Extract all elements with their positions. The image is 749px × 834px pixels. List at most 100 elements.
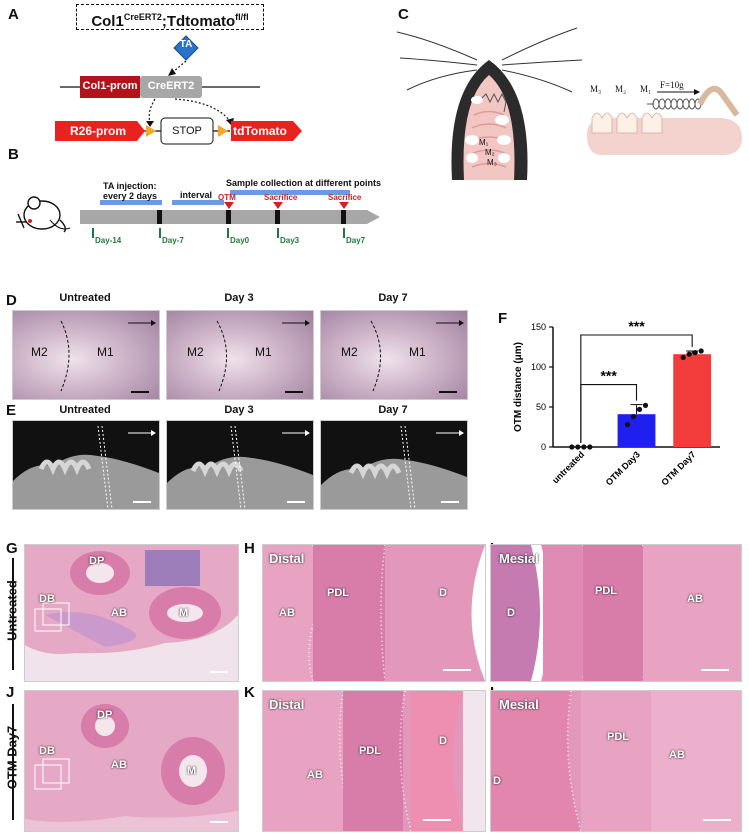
c-m1-label: M₁ bbox=[479, 138, 489, 147]
d-m1-label: M1 bbox=[255, 345, 272, 359]
l-pdl-label: PDL bbox=[607, 731, 629, 743]
significance-bracket bbox=[580, 334, 693, 443]
day-label: Day-7 bbox=[162, 236, 184, 245]
significance-label: *** bbox=[600, 368, 617, 384]
x-tick-label: OTM Day3 bbox=[604, 449, 642, 487]
ta-injection-line2: every 2 days bbox=[103, 191, 158, 201]
y-tick-label: 0 bbox=[541, 442, 546, 452]
panel-label-a: A bbox=[8, 6, 19, 23]
h-distal-label: Distal bbox=[269, 551, 305, 566]
data-point bbox=[569, 444, 575, 450]
y-tick-label: 50 bbox=[536, 402, 546, 412]
data-point bbox=[686, 351, 692, 357]
d-header-day3: Day 3 bbox=[224, 292, 254, 304]
day-label: Day7 bbox=[346, 236, 366, 245]
c-m2-label: M₂ bbox=[485, 148, 495, 157]
panel-label-d: D bbox=[6, 292, 17, 309]
d-image-day7: M2 M1 bbox=[320, 310, 468, 400]
col1-prom-box bbox=[80, 76, 140, 98]
d-m1-label: M1 bbox=[409, 345, 426, 359]
h-d-label: D bbox=[439, 587, 447, 599]
l-mesial-label: Mesial bbox=[499, 697, 539, 712]
sample-collection-label: Sample collection at different points bbox=[226, 178, 382, 188]
histology-l: Mesial D PDL AB bbox=[490, 690, 742, 832]
x-tick-label: OTM Day7 bbox=[659, 449, 697, 487]
histology-j: DP DB AB M bbox=[24, 690, 239, 832]
j-db-label: DB bbox=[39, 745, 55, 757]
d-image-untreated: M2 M1 bbox=[12, 310, 160, 400]
stop-box bbox=[160, 117, 214, 145]
ta-injection-label: TA injection: every 2 days bbox=[103, 181, 157, 201]
loxp-right-icon bbox=[218, 125, 228, 137]
row-label-untreated-text: Untreated bbox=[4, 580, 20, 641]
tdtomato-label: tdTomato bbox=[233, 124, 287, 138]
e-header-day3: Day 3 bbox=[224, 404, 254, 416]
k-distal-label: Distal bbox=[269, 697, 305, 712]
data-point bbox=[680, 354, 686, 360]
data-point bbox=[630, 414, 637, 420]
h-ab-label: AB bbox=[279, 607, 295, 619]
panel-label-h: H bbox=[244, 540, 255, 557]
h-pdl-label: PDL bbox=[327, 587, 349, 599]
panel-label-f: F bbox=[498, 310, 508, 327]
genotype-box: Col1CreERT2;Tdtomatofl/fl bbox=[76, 4, 264, 30]
k-ab-label: AB bbox=[307, 769, 323, 781]
ta-injection-line1: TA injection: bbox=[103, 181, 157, 191]
j-ab-label: AB bbox=[111, 759, 127, 771]
genotype-col1: Col1 bbox=[91, 13, 124, 30]
y-tick-label: 100 bbox=[531, 362, 546, 372]
y-tick-label: 150 bbox=[531, 322, 546, 332]
significance-label: *** bbox=[628, 318, 645, 334]
e-microct-day3 bbox=[166, 420, 314, 510]
ta-arrow bbox=[172, 60, 187, 73]
bar-2 bbox=[673, 354, 712, 447]
panel-c-illustration bbox=[396, 27, 742, 180]
data-point bbox=[692, 350, 698, 356]
histology-g: DP DB AB M bbox=[24, 544, 239, 682]
panel-b-timeline bbox=[16, 190, 380, 238]
genotype-creert2-sup: CreERT2 bbox=[123, 12, 162, 22]
mouse-icon bbox=[16, 196, 67, 233]
otm-label: OTM bbox=[218, 193, 236, 202]
i-pdl-label: PDL bbox=[595, 585, 617, 597]
panel-label-g: G bbox=[6, 540, 18, 557]
side-m3-label: M₃ bbox=[590, 84, 602, 94]
sacrifice-marker-icon bbox=[273, 202, 283, 209]
e-header-day7: Day 7 bbox=[378, 404, 408, 416]
force-label: F=10g bbox=[660, 80, 684, 90]
day-label: Day3 bbox=[280, 236, 300, 245]
panel-a-construct-diagram bbox=[55, 35, 302, 145]
i-d-label: D bbox=[507, 607, 515, 619]
ta-label: TA bbox=[179, 39, 193, 50]
day-label: Day0 bbox=[230, 236, 250, 245]
data-point bbox=[624, 422, 631, 428]
d-m2-label: M2 bbox=[341, 345, 358, 359]
g-db-label: DB bbox=[39, 593, 55, 605]
r26-prom-label: R26-prom bbox=[69, 124, 126, 138]
interval-bar bbox=[172, 200, 224, 205]
sacrifice-marker-icon bbox=[339, 202, 349, 209]
genotype-tdtomato: ;Tdtomato bbox=[161, 13, 236, 30]
interval-label: interval bbox=[180, 190, 213, 200]
row-label-otm-day7-text: OTM Day7 bbox=[4, 725, 20, 790]
tdtomato-arrow bbox=[231, 121, 302, 141]
sacrifice-label-1: Sacrifice bbox=[264, 193, 298, 202]
creert2-box bbox=[140, 76, 202, 98]
g-ab-label: AB bbox=[111, 607, 127, 619]
panel-label-k: K bbox=[244, 684, 255, 701]
g-m-label: M bbox=[179, 607, 189, 619]
d-header-day7: Day 7 bbox=[378, 292, 408, 304]
data-point bbox=[636, 406, 643, 412]
r26-prom-arrow bbox=[55, 121, 145, 141]
x-tick-label: untreated bbox=[550, 449, 586, 485]
k-d-label: D bbox=[439, 735, 447, 747]
panel-label-b: B bbox=[8, 146, 19, 163]
e-microct-untreated bbox=[12, 420, 160, 510]
ta-diamond-icon bbox=[173, 35, 199, 61]
i-mesial-label: Mesial bbox=[499, 551, 539, 566]
i-ab-label: AB bbox=[687, 593, 703, 605]
d-header-untreated: Untreated bbox=[59, 292, 111, 304]
g-dp-label: DP bbox=[89, 555, 105, 567]
creert2-label: CreERT2 bbox=[147, 80, 195, 92]
